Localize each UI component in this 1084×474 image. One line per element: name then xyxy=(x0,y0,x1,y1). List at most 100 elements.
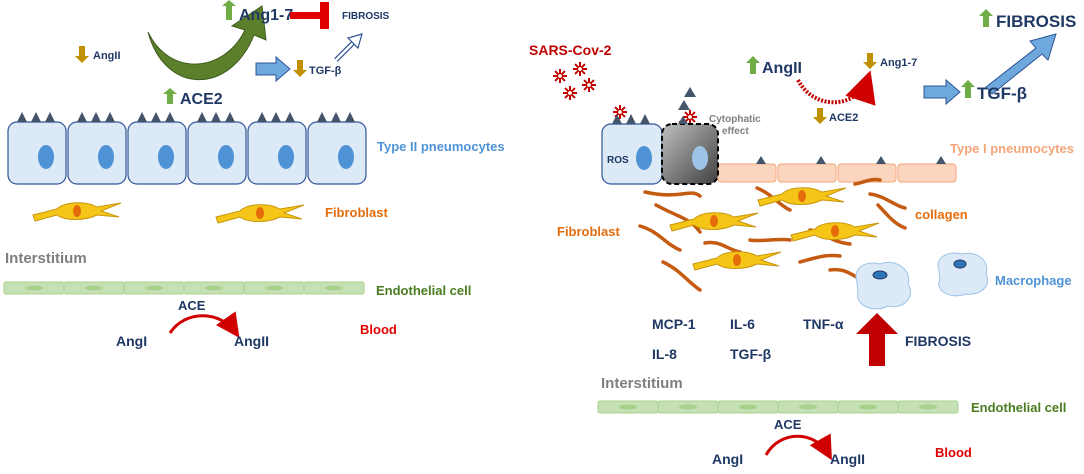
down-arrow-icon xyxy=(813,108,827,124)
fibroblast-right-4 xyxy=(692,251,782,271)
type2-label: Type II pneumocytes xyxy=(377,139,505,154)
endothelial-cell xyxy=(777,400,839,414)
type1-label: Type I pneumocytes xyxy=(950,141,1074,156)
virus-icon xyxy=(573,62,587,76)
fibroblast-left-label: Fibroblast xyxy=(325,205,389,220)
fibrosis-red-arrow xyxy=(856,313,898,366)
virus-icon xyxy=(582,78,596,92)
endothelial-left-label: Endothelial cell xyxy=(376,283,471,298)
cytophatic-label-1: Cytophatic xyxy=(709,114,761,125)
ace2-label: ACE2 xyxy=(180,91,223,108)
up-arrow-icon xyxy=(163,88,177,104)
green-curved-arrow xyxy=(147,5,267,81)
type1-pneumocyte-cell xyxy=(837,156,897,183)
cytokine-il6: IL-6 xyxy=(730,316,755,332)
up-arrow-icon xyxy=(746,56,760,74)
blood-right-label: Blood xyxy=(935,445,972,460)
type2-pneumocyte-cell xyxy=(127,112,187,185)
blue-arrow-icon xyxy=(923,78,961,106)
fibroblast-left-1 xyxy=(32,202,122,222)
endothelial-cell xyxy=(657,400,719,414)
interstitium-left-label: Interstitium xyxy=(5,250,87,267)
cytokine-il8: IL-8 xyxy=(652,346,677,362)
endothelial-layer-left xyxy=(3,281,365,295)
virus-icon xyxy=(553,69,567,83)
endothelial-cell xyxy=(63,281,125,295)
blue-diagonal-arrow xyxy=(985,33,1057,95)
ace2-down-label: ACE2 xyxy=(829,112,858,124)
type2-pneumocyte-cell xyxy=(67,112,127,185)
blood-left-label: Blood xyxy=(360,322,397,337)
ace-right-arrow xyxy=(764,433,832,461)
type1-pneumocyte-cell xyxy=(777,156,837,183)
blue-diagonal-arrow xyxy=(334,33,363,62)
down-arrow-icon xyxy=(75,46,89,63)
blue-arrow-icon xyxy=(255,55,291,83)
fibroblast-left-2 xyxy=(215,204,305,224)
type2-cell-ros xyxy=(601,114,663,185)
interstitium-right-label: Interstitium xyxy=(601,375,683,392)
type2-pneumocyte-cell xyxy=(307,112,367,185)
endothelial-right-label: Endothelial cell xyxy=(971,400,1066,415)
type1-pneumocyte-cell xyxy=(897,156,957,183)
virus-icon xyxy=(563,86,577,100)
type2-pneumocyte-cell xyxy=(7,112,67,185)
cytokine-tnfa: TNF-α xyxy=(803,316,844,332)
fibroblast-right-3 xyxy=(790,222,880,242)
tgfb-left-label: TGF-β xyxy=(309,65,342,77)
ang17-down-label: Ang1-7 xyxy=(880,57,917,69)
macrophage-label: Macrophage xyxy=(995,273,1072,288)
ros-label: ROS xyxy=(607,155,629,166)
ace-left-arrow xyxy=(168,311,240,338)
angii-small-label: AngII xyxy=(93,50,121,62)
ang17-label: Ang1-7 xyxy=(239,7,293,24)
angii-right-label: AngII xyxy=(830,451,865,467)
collagen-label: collagen xyxy=(915,207,968,222)
endothelial-cell xyxy=(717,400,779,414)
type1-pneumocyte-layer xyxy=(717,156,957,183)
fibroblast-right-label: Fibroblast xyxy=(557,224,621,239)
type1-pneumocyte-cell xyxy=(717,156,777,183)
fibrosis-left-label: FIBROSIS xyxy=(342,11,390,22)
up-arrow-icon xyxy=(222,0,236,20)
angi-right-label: AngI xyxy=(712,451,743,467)
sars-label: SARS-Cov-2 xyxy=(529,42,612,58)
fibrosis-top-label: FIBROSIS xyxy=(996,12,1076,31)
cytokine-tgfb: TGF-β xyxy=(730,346,772,362)
endothelial-cell xyxy=(837,400,899,414)
type2-pneumocyte-cell xyxy=(247,112,307,185)
type2-pneumocyte-cell xyxy=(187,112,247,185)
fibroblast-right-1 xyxy=(757,187,847,207)
endothelial-cell xyxy=(3,281,65,295)
macrophage-1 xyxy=(855,262,911,310)
ace-right-label: ACE xyxy=(774,417,802,432)
virus-icon xyxy=(683,110,697,124)
inhibition-icon xyxy=(290,2,329,29)
endothelial-cell xyxy=(897,400,959,414)
fibroblast-right-2 xyxy=(669,212,759,232)
endothelial-cell xyxy=(243,281,305,295)
endothelial-layer-right xyxy=(597,400,959,414)
macrophage-2 xyxy=(937,252,988,297)
cytophatic-label-2: effect xyxy=(722,126,749,137)
cytokine-mcp1: MCP-1 xyxy=(652,316,696,332)
angii-up-label: AngII xyxy=(762,60,802,77)
type2-pneumocyte-layer xyxy=(7,112,367,185)
endothelial-cell xyxy=(597,400,659,414)
angii-to-ang17-arrow xyxy=(796,70,876,106)
tgfb-up-label: TGF-β xyxy=(977,84,1027,103)
endothelial-cell xyxy=(183,281,245,295)
up-arrow-icon xyxy=(961,80,975,98)
endothelial-cell xyxy=(123,281,185,295)
up-arrow-icon xyxy=(979,9,993,27)
angii-left-label: AngII xyxy=(234,333,269,349)
endothelial-cell xyxy=(303,281,365,295)
angi-left-label: AngI xyxy=(116,333,147,349)
down-arrow-icon xyxy=(863,53,877,69)
damaged-cell xyxy=(661,87,719,185)
down-arrow-icon xyxy=(293,60,307,77)
ace-left-label: ACE xyxy=(178,298,206,313)
virus-icon xyxy=(613,105,627,119)
